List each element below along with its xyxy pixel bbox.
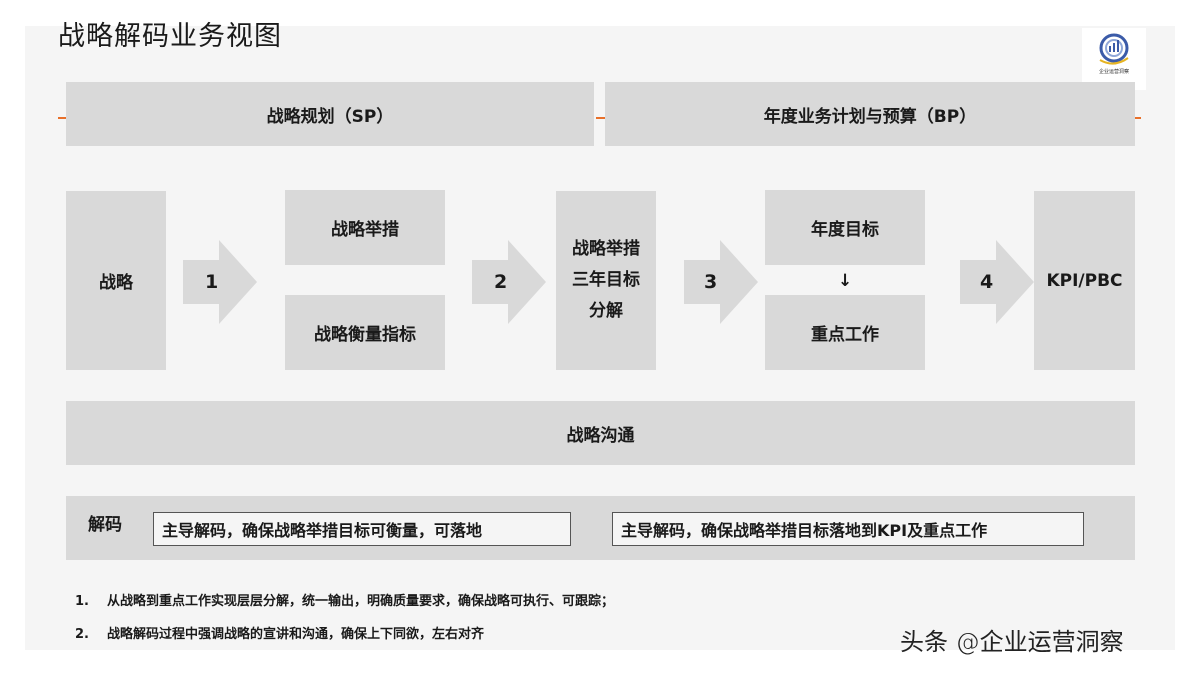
- decode-item-bp-text: 主导解码，确保战略举措目标落地到KPI及重点工作: [621, 521, 988, 540]
- phase-sp: 战略规划（SP）: [66, 82, 594, 146]
- logo-text: 企业运营洞察: [1098, 69, 1129, 75]
- note-1: 1. 从战略到重点工作实现层层分解，统一输出，明确质量要求，确保战略可执行、可跟踪…: [75, 590, 614, 609]
- page-title: 战略解码业务视图: [58, 21, 282, 52]
- step-number-1: 1: [205, 271, 219, 293]
- accent-tick: [1135, 117, 1141, 119]
- kpi-box: KPI/PBC: [1034, 191, 1135, 370]
- breakdown-line-3: 分解: [589, 301, 623, 321]
- step-number-2: 2: [494, 271, 508, 293]
- step-number-4: 4: [980, 271, 994, 293]
- accent-tick: [596, 117, 605, 119]
- phase-sp-label: 战略规划（SP）: [266, 106, 394, 127]
- watermark: 头条 @企业运营洞察: [900, 628, 1124, 656]
- decode-label: 解码: [88, 515, 122, 535]
- phase-bp-label: 年度业务计划与预算（BP）: [763, 106, 977, 127]
- metrics-box: 战略衡量指标: [285, 295, 445, 370]
- initiatives-box: 战略举措: [285, 190, 445, 265]
- breakdown-line-1: 战略举措: [572, 239, 640, 259]
- note-1-text: 从战略到重点工作实现层层分解，统一输出，明确质量要求，确保战略可执行、可跟踪；: [107, 594, 615, 609]
- breakdown-line-2: 三年目标: [572, 270, 640, 290]
- key-work-label: 重点工作: [811, 325, 879, 345]
- note-1-number: 1.: [75, 594, 89, 609]
- step-arrow-2: 2: [472, 240, 546, 324]
- accent-tick: [58, 117, 66, 119]
- annual-goals-label: 年度目标: [811, 220, 879, 240]
- phase-bp: 年度业务计划与预算（BP）: [605, 82, 1135, 146]
- communication-bar: 战略沟通: [66, 401, 1135, 465]
- strategy-label: 战略: [99, 273, 133, 293]
- decode-item-sp-text: 主导解码，确保战略举措目标可衡量，可落地: [162, 521, 483, 540]
- communication-label: 战略沟通: [566, 425, 635, 446]
- step-arrow-4: 4: [960, 240, 1034, 324]
- key-work-box: 重点工作: [765, 295, 925, 370]
- initiatives-label: 战略举措: [331, 220, 399, 240]
- note-2-number: 2.: [75, 627, 89, 642]
- decode-item-bp: 主导解码，确保战略举措目标落地到KPI及重点工作: [612, 512, 1084, 546]
- metrics-label: 战略衡量指标: [314, 325, 416, 345]
- kpi-label: KPI/PBC: [1046, 270, 1123, 291]
- note-2-text: 战略解码过程中强调战略的宣讲和沟通，确保上下同欲，左右对齐: [107, 627, 485, 642]
- logo: 企业运营洞察: [1082, 28, 1146, 90]
- logo-icon: [1099, 33, 1129, 65]
- step-arrow-1: 1: [183, 240, 257, 324]
- step-number-3: 3: [704, 271, 718, 293]
- note-2: 2. 战略解码过程中强调战略的宣讲和沟通，确保上下同欲，左右对齐: [75, 623, 484, 642]
- down-arrow-icon: ↓: [838, 271, 853, 291]
- breakdown-box: 战略举措 三年目标 分解: [556, 191, 656, 370]
- annual-goals-box: 年度目标: [765, 190, 925, 265]
- step-arrow-3: 3: [684, 240, 758, 324]
- decode-item-sp: 主导解码，确保战略举措目标可衡量，可落地: [153, 512, 571, 546]
- strategy-box: 战略: [66, 191, 166, 370]
